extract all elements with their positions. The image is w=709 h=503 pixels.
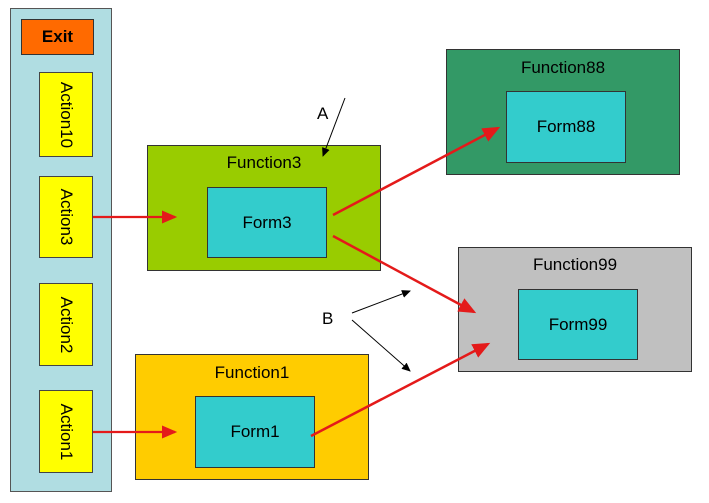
action2-button[interactable]: Action2 bbox=[39, 283, 93, 366]
action10-button[interactable]: Action10 bbox=[39, 72, 93, 157]
action1-button[interactable]: Action1 bbox=[39, 390, 93, 473]
label-b: B bbox=[322, 309, 334, 328]
action3-button[interactable]: Action3 bbox=[39, 176, 93, 258]
form1-box: Form1 bbox=[195, 396, 315, 468]
arrow-form1-to-form99 bbox=[310, 342, 491, 438]
form99-box: Form99 bbox=[518, 289, 638, 360]
arrow-b-upper bbox=[351, 290, 411, 314]
arrow-a-pointer bbox=[322, 97, 346, 157]
label-a: A bbox=[317, 104, 329, 123]
arrow-form3-to-function99 bbox=[332, 234, 477, 314]
function88-title: Function88 bbox=[520, 58, 606, 77]
arrow-form3-to-form88 bbox=[332, 126, 501, 217]
arrow-b-lower bbox=[351, 319, 411, 372]
function3-title: Function3 bbox=[226, 153, 302, 172]
exit-button[interactable]: Exit bbox=[21, 19, 94, 55]
function99-title: Function99 bbox=[532, 255, 618, 274]
form88-box: Form88 bbox=[506, 91, 626, 163]
form3-box: Form3 bbox=[207, 187, 327, 258]
function1-title: Function1 bbox=[214, 363, 290, 382]
